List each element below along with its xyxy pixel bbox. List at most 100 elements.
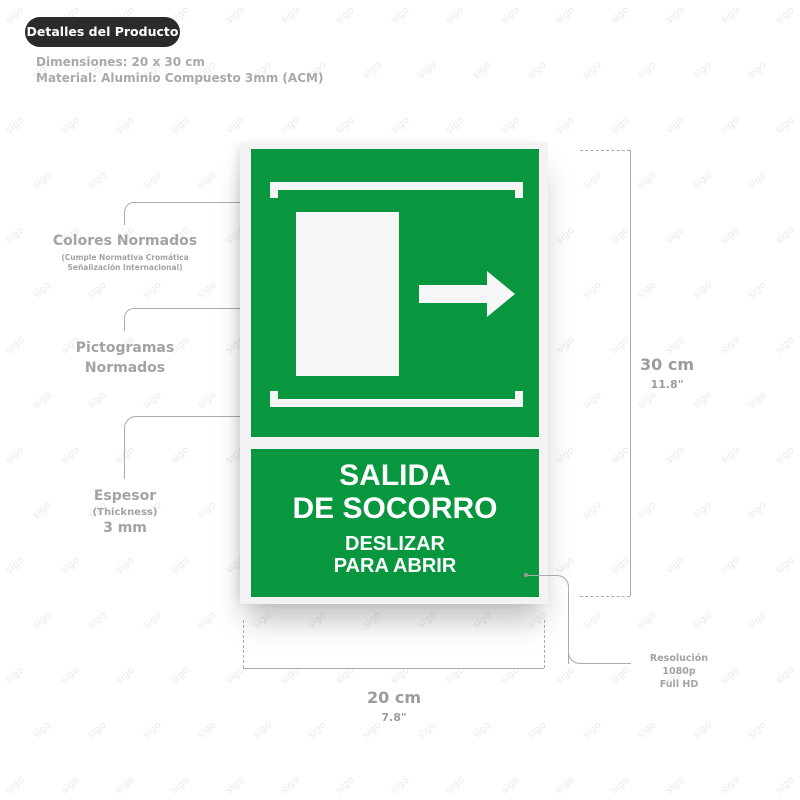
watermark-text: sigo bbox=[553, 334, 577, 357]
watermark-text: sigo bbox=[498, 774, 522, 797]
watermark-text: sigo bbox=[690, 719, 714, 742]
watermark-text: sigo bbox=[195, 389, 219, 412]
watermark-text: sigo bbox=[718, 4, 742, 27]
watermark-text: sigo bbox=[58, 664, 82, 687]
height-dim-line bbox=[630, 150, 631, 596]
dimensions-text: Dimensiones: 20 x 30 cm bbox=[36, 55, 205, 69]
watermark-text: sigo bbox=[415, 59, 439, 82]
bracket-top-right bbox=[515, 182, 523, 198]
watermark-text: sigo bbox=[3, 334, 27, 357]
pictograms-line2: Normados bbox=[84, 360, 166, 376]
watermark-text: sigo bbox=[635, 169, 659, 192]
resolution-line2: 1080p bbox=[662, 666, 696, 677]
watermark-text: sigo bbox=[113, 774, 137, 797]
watermark-text: sigo bbox=[278, 774, 302, 797]
watermark-text: sigo bbox=[553, 554, 577, 577]
width-dim-line bbox=[243, 668, 544, 669]
watermark-text: sigo bbox=[168, 664, 192, 687]
pictograms-callout: Pictogramas Normados bbox=[50, 338, 200, 378]
watermark-text: sigo bbox=[30, 279, 54, 302]
sign-subtitle-line1: DESLIZAR bbox=[345, 533, 445, 555]
resolution-leader-line-a bbox=[528, 575, 569, 664]
watermark-text: sigo bbox=[635, 719, 659, 742]
watermark-text: sigo bbox=[580, 499, 604, 522]
watermark-text: sigo bbox=[663, 4, 687, 27]
watermark-text: sigo bbox=[195, 279, 219, 302]
watermark-text: sigo bbox=[553, 4, 577, 27]
watermark-text: sigo bbox=[663, 554, 687, 577]
watermark-text: sigo bbox=[58, 114, 82, 137]
watermark-text: sigo bbox=[580, 279, 604, 302]
watermark-text: sigo bbox=[580, 59, 604, 82]
width-dim-left-tick bbox=[243, 620, 244, 668]
watermark-text: sigo bbox=[3, 554, 27, 577]
watermark-text: sigo bbox=[3, 444, 27, 467]
watermark-text: sigo bbox=[250, 719, 274, 742]
watermark-text: sigo bbox=[745, 169, 769, 192]
watermark-text: sigo bbox=[58, 444, 82, 467]
bracket-top bbox=[270, 182, 523, 190]
watermark-text: sigo bbox=[223, 774, 247, 797]
resolution-line3: Full HD bbox=[659, 679, 699, 690]
colors-sub1: (Cumple Normativa Cromática bbox=[61, 253, 189, 262]
watermark-text: sigo bbox=[195, 719, 219, 742]
height-in: 11.8" bbox=[650, 378, 684, 391]
watermark-text: sigo bbox=[718, 664, 742, 687]
colors-sub2: Señalización Internacional) bbox=[67, 263, 183, 272]
watermark-text: sigo bbox=[745, 389, 769, 412]
thickness-sub: (Thickness) bbox=[92, 507, 158, 518]
watermark-text: sigo bbox=[85, 169, 109, 192]
watermark-text: sigo bbox=[140, 169, 164, 192]
arrow-right-icon bbox=[419, 271, 515, 317]
watermark-text: sigo bbox=[718, 554, 742, 577]
watermark-text: sigo bbox=[580, 169, 604, 192]
watermark-text: sigo bbox=[718, 334, 742, 357]
watermark-text: sigo bbox=[223, 4, 247, 27]
width-dim-right-tick bbox=[544, 620, 545, 668]
watermark-text: sigo bbox=[388, 114, 412, 137]
watermark-text: sigo bbox=[718, 114, 742, 137]
watermark-text: sigo bbox=[470, 719, 494, 742]
watermark-text: sigo bbox=[608, 554, 632, 577]
width-in: 7.8" bbox=[381, 711, 407, 724]
resolution-line1: Resolución bbox=[649, 653, 709, 664]
watermark-text: sigo bbox=[690, 499, 714, 522]
watermark-text: sigo bbox=[608, 114, 632, 137]
watermark-text: sigo bbox=[168, 554, 192, 577]
watermark-text: sigo bbox=[663, 774, 687, 797]
watermark-text: sigo bbox=[443, 114, 467, 137]
material-text: Material: Aluminio Compuesto 3mm (ACM) bbox=[36, 71, 324, 85]
watermark-text: sigo bbox=[278, 114, 302, 137]
watermark-text: sigo bbox=[113, 664, 137, 687]
watermark-text: sigo bbox=[580, 389, 604, 412]
watermark-text: sigo bbox=[3, 4, 27, 27]
thickness-value: 3 mm bbox=[103, 520, 147, 536]
watermark-text: sigo bbox=[388, 774, 412, 797]
watermark-text: sigo bbox=[580, 609, 604, 632]
watermark-text: sigo bbox=[663, 114, 687, 137]
resolution-leader-line-b bbox=[568, 650, 631, 664]
watermark-text: sigo bbox=[388, 4, 412, 27]
watermark-text: sigo bbox=[333, 774, 357, 797]
sign-title-line1: SALIDA bbox=[339, 459, 451, 492]
watermark-text: sigo bbox=[635, 279, 659, 302]
height-dim-top-tick bbox=[580, 150, 630, 151]
watermark-text: sigo bbox=[663, 224, 687, 247]
watermark-text: sigo bbox=[85, 609, 109, 632]
watermark-text: sigo bbox=[635, 389, 659, 412]
pictogram-panel bbox=[251, 149, 539, 437]
watermark-text: sigo bbox=[360, 609, 384, 632]
watermark-text: sigo bbox=[635, 609, 659, 632]
watermark-text: sigo bbox=[223, 114, 247, 137]
watermark-text: sigo bbox=[498, 4, 522, 27]
watermark-text: sigo bbox=[635, 499, 659, 522]
watermark-text: sigo bbox=[30, 719, 54, 742]
watermark-text: sigo bbox=[250, 609, 274, 632]
watermark-text: sigo bbox=[690, 59, 714, 82]
watermark-text: sigo bbox=[85, 279, 109, 302]
watermark-text: sigo bbox=[663, 334, 687, 357]
watermark-text: sigo bbox=[3, 774, 27, 797]
watermark-text: sigo bbox=[333, 4, 357, 27]
watermark-text: sigo bbox=[140, 609, 164, 632]
watermark-text: sigo bbox=[553, 774, 577, 797]
